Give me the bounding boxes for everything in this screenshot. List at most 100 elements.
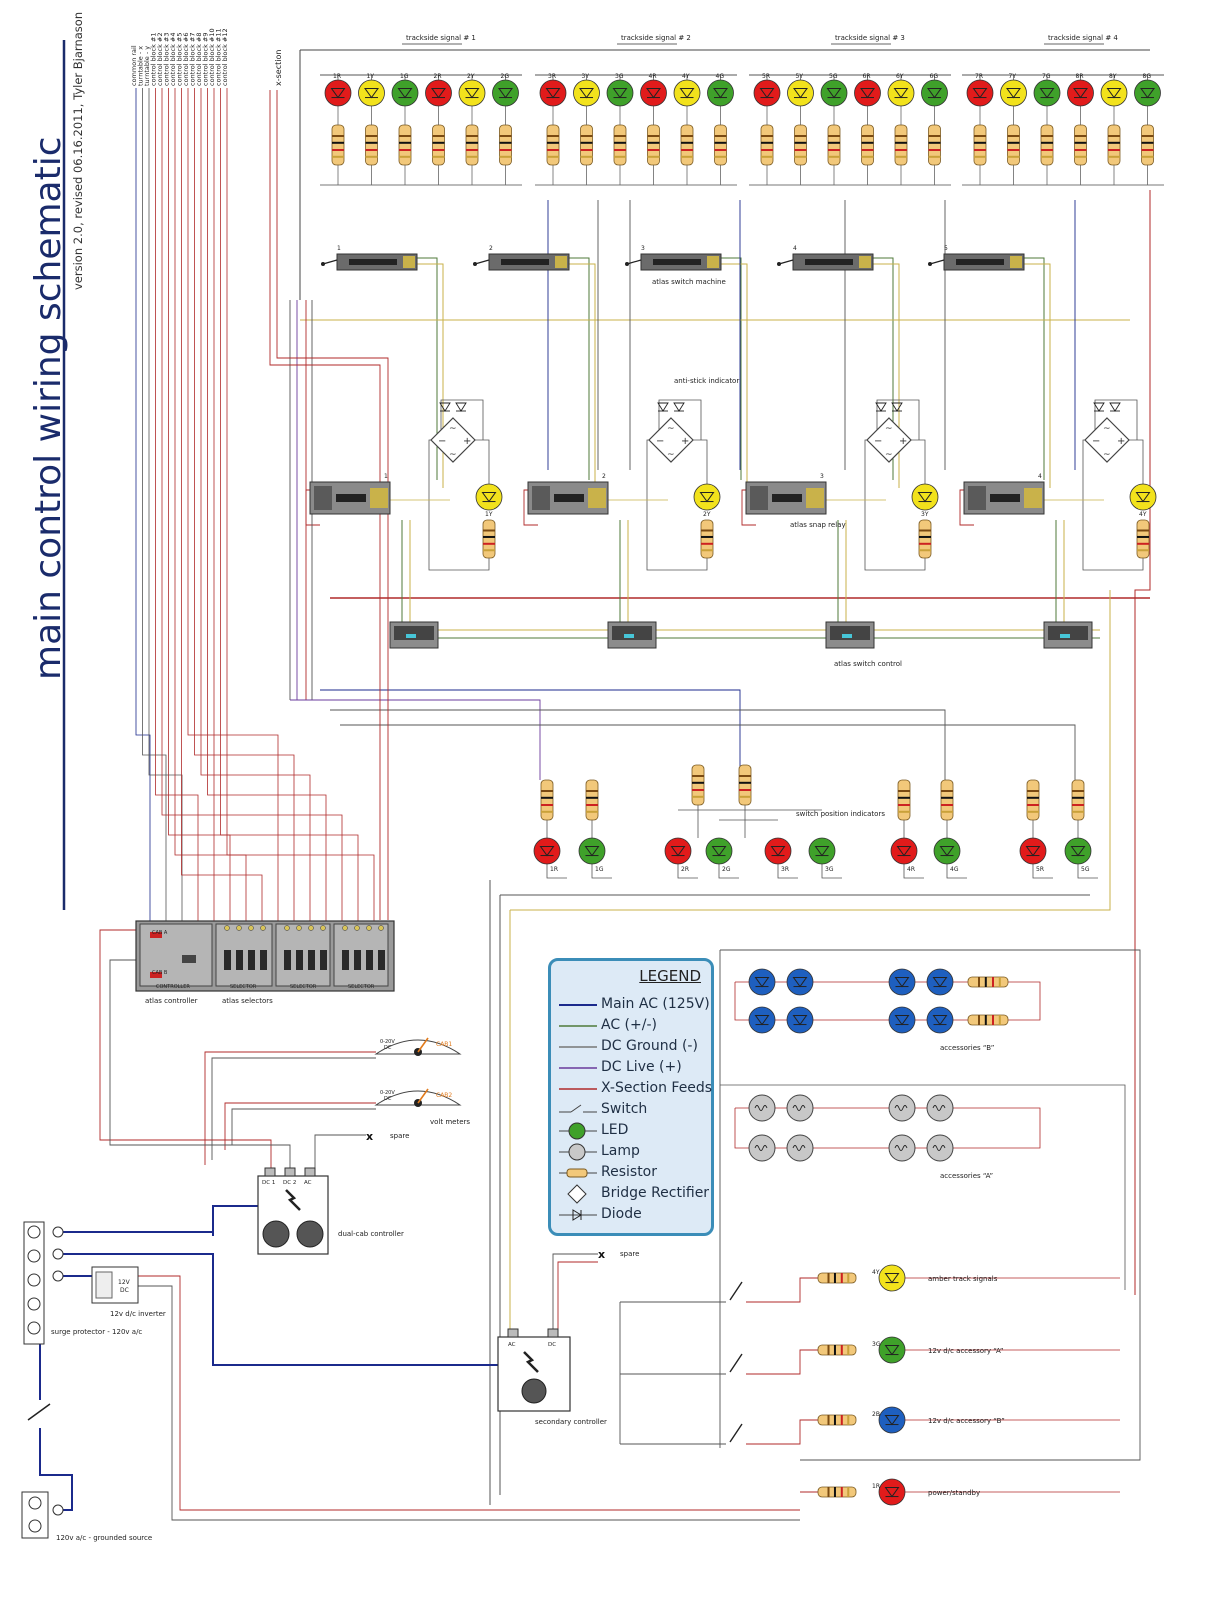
resistor-band — [1137, 549, 1149, 552]
trackside-resistor — [1141, 124, 1154, 166]
resistor-band — [1007, 135, 1020, 137]
relay-terminals — [1024, 488, 1042, 508]
relay-terminal-block — [532, 486, 550, 510]
position-led-3R — [764, 837, 792, 865]
led-body — [878, 1406, 906, 1434]
resistor-band — [541, 796, 553, 799]
resistor-body — [580, 124, 593, 166]
legend-item: AC (+/-) — [557, 1016, 713, 1036]
switch-out — [746, 1277, 818, 1303]
relay-terminal-block — [750, 486, 768, 510]
accessory-b-led — [926, 968, 954, 996]
led-triangle-icon — [893, 87, 909, 99]
resistor-body — [540, 779, 554, 821]
resistor-band — [483, 542, 495, 545]
toggle-switch-icon — [729, 1423, 743, 1443]
bridge-rectifier: −+~~ — [866, 417, 912, 463]
position-led-4G — [933, 837, 961, 865]
dual-cab-terminal: DC 2 — [283, 1180, 296, 1186]
trackside-resistor — [827, 124, 841, 166]
legend-item: Diode — [557, 1205, 713, 1225]
led-body — [1033, 79, 1061, 107]
bus-label: control block #8 — [195, 33, 203, 87]
plus-sign: + — [681, 436, 689, 447]
legend-item: Resistor — [557, 1163, 713, 1183]
resistor-body — [861, 124, 874, 166]
position-led-1R — [533, 837, 561, 865]
rectifier-out — [693, 439, 708, 497]
resistor-band — [895, 155, 907, 158]
trackside-led-label: 8R — [1076, 73, 1084, 80]
led-triangle-icon — [917, 491, 933, 503]
resistor-band — [978, 1015, 980, 1025]
legend-label: Lamp — [601, 1143, 640, 1159]
led-triangle-icon — [759, 87, 775, 99]
resistor-body — [1141, 124, 1154, 166]
resistor-band — [827, 1273, 830, 1283]
resistor-band — [701, 529, 713, 532]
led-triangle-icon — [792, 976, 808, 988]
led-body — [786, 968, 814, 996]
resistor-body — [817, 1414, 857, 1426]
terminal — [342, 925, 348, 931]
trackside-led-7Y — [1000, 79, 1027, 107]
rectifier-out — [911, 439, 926, 497]
module-label: CONTROLLER — [156, 984, 190, 990]
output-led-4Y — [878, 1264, 906, 1292]
lamp-body — [786, 1094, 814, 1122]
resistor-band — [928, 135, 941, 137]
bus-label: turntable - y — [143, 46, 151, 86]
secondary-caption: secondary controller — [535, 1418, 607, 1426]
resistor-band — [1072, 796, 1084, 799]
led-body — [458, 79, 486, 107]
resistor-band — [365, 155, 378, 158]
controller-caption: atlas controller — [145, 997, 198, 1005]
position-led-label: 3R — [781, 866, 789, 873]
trackside-led-label: 6Y — [896, 73, 904, 80]
machine-ac-wire — [1022, 257, 1045, 480]
trackside-led-6R — [854, 79, 881, 107]
rectifier-wire — [876, 399, 920, 440]
resistor-band — [898, 804, 910, 806]
relay-number: 2 — [602, 473, 606, 480]
led-triangle-icon — [397, 87, 413, 99]
led-body — [1134, 79, 1161, 107]
spare-label: spare — [390, 1132, 409, 1140]
outlet-icon — [28, 1496, 42, 1510]
led-triangle-icon — [1025, 845, 1041, 857]
position-led-return — [1077, 864, 1098, 879]
relay-led-label: 1Y — [485, 511, 493, 518]
relay-led — [693, 483, 721, 511]
trackside-resistor — [432, 124, 445, 166]
resistor-band — [1027, 810, 1039, 813]
led-body — [808, 837, 836, 865]
lamp-body — [888, 1094, 916, 1122]
dual-cab-terminal: AC — [304, 1180, 312, 1186]
led-triangle-icon — [612, 87, 628, 99]
led-body — [358, 79, 385, 107]
switch-machine-number: 4 — [793, 245, 797, 252]
bus-wire — [200, 88, 311, 921]
resistor-band — [984, 1015, 987, 1025]
trackside-resistor — [1074, 124, 1087, 166]
trackside-led-2Y — [458, 79, 486, 107]
bridge-rectifier: −+~~ — [430, 417, 476, 463]
resistor-band — [499, 141, 512, 144]
resistor-body — [647, 124, 660, 166]
led-triangle-icon — [972, 87, 988, 99]
rectifier-diamond — [648, 417, 694, 463]
terminal — [296, 925, 302, 931]
legend-item: Switch — [557, 1100, 713, 1120]
rectifier-return — [428, 439, 490, 571]
atlas-switch-machine — [473, 253, 570, 271]
led-body — [324, 79, 352, 107]
control-indicator — [1060, 634, 1070, 638]
led-body — [640, 79, 667, 107]
resistor-band — [1141, 141, 1154, 144]
resistor-band — [432, 135, 445, 137]
machine-ac-wire — [415, 257, 438, 480]
resistor-body — [760, 124, 774, 166]
resistor-band — [332, 135, 344, 137]
cab-wire — [109, 959, 291, 1168]
resistor-body — [967, 976, 1009, 988]
